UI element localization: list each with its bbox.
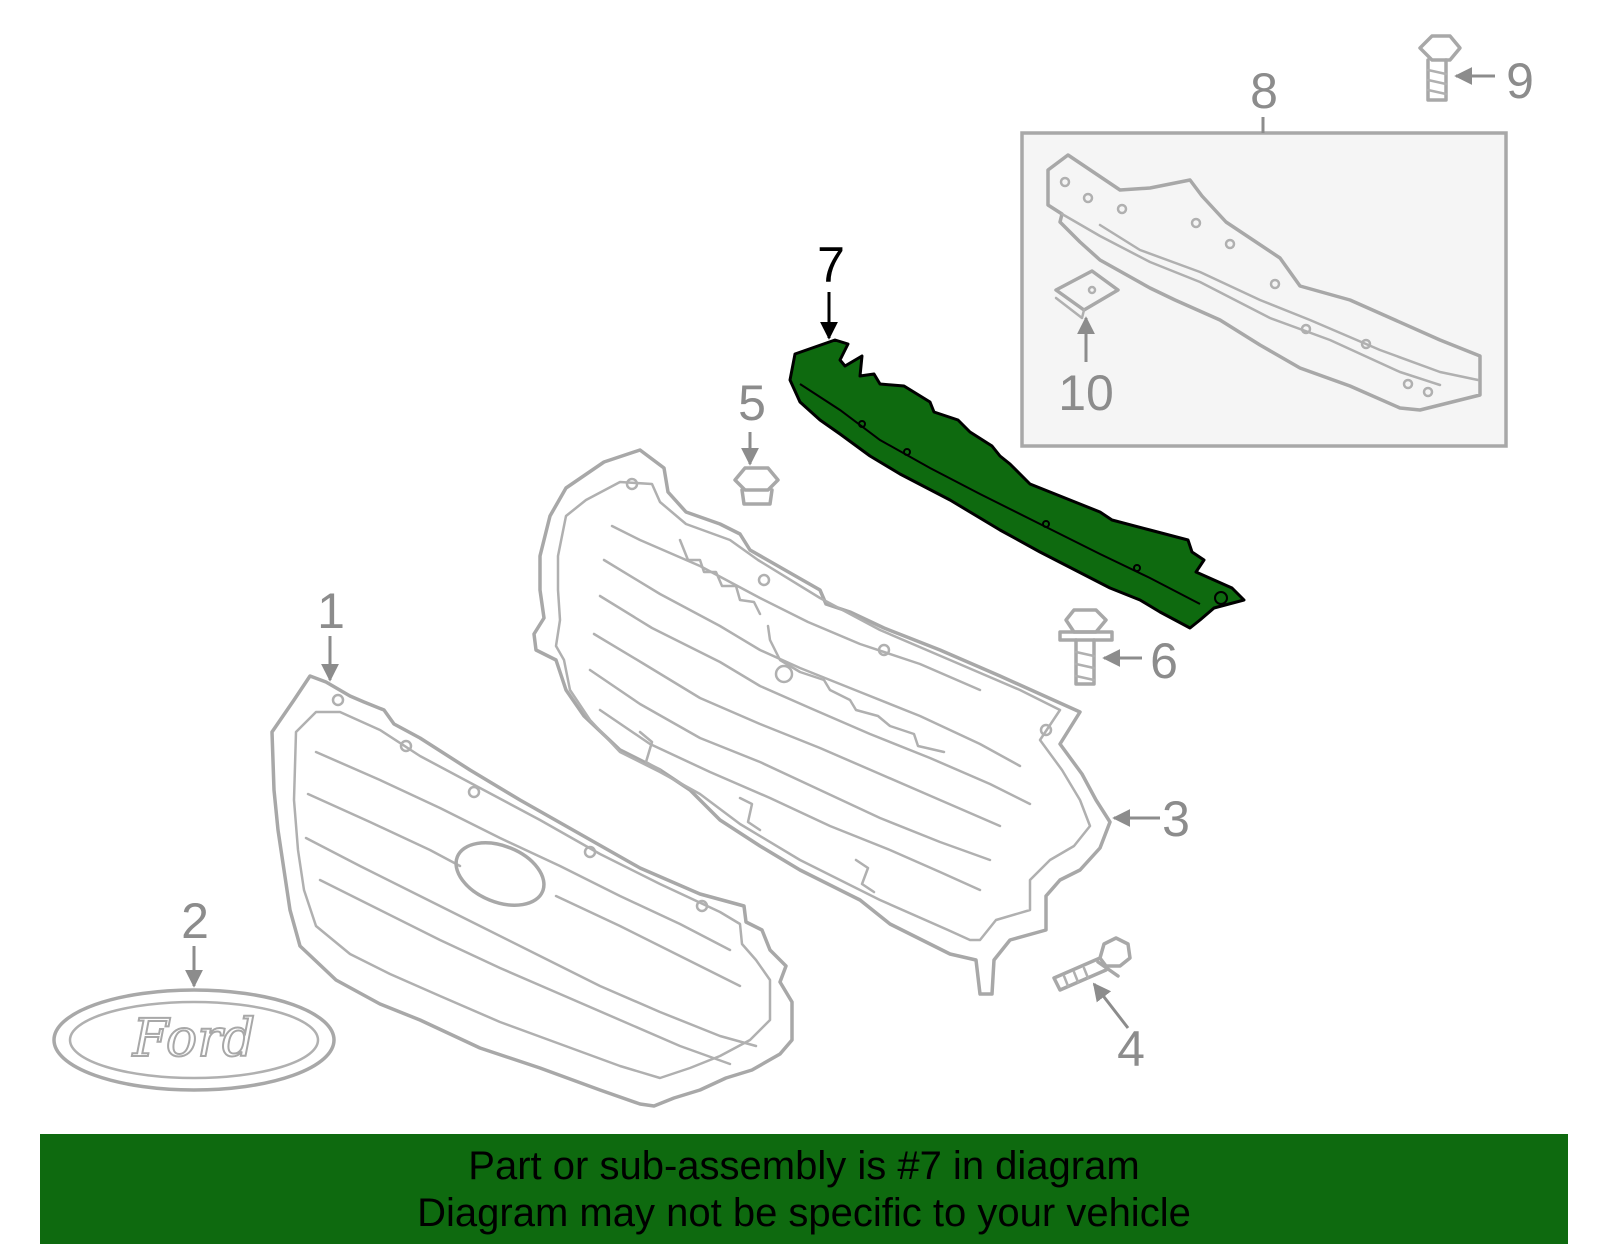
callout-4: 4 [1117, 1021, 1145, 1077]
part-8-upper-shield [1046, 153, 1482, 412]
callout-7: 7 [817, 237, 845, 293]
part-6-bolt [1058, 608, 1142, 686]
emblem-script-text: Ford [132, 1009, 256, 1069]
callout-5: 5 [738, 375, 766, 431]
banner-line-1: Part or sub-assembly is #7 in diagram [468, 1144, 1140, 1188]
callout-6: 6 [1150, 633, 1178, 689]
part-1-grille [270, 636, 794, 1108]
part-3-grille-reinforcement [532, 448, 1160, 996]
callout-8: 8 [1250, 63, 1278, 119]
part-9-bolt [1418, 34, 1495, 102]
callout-10: 10 [1058, 365, 1114, 421]
info-banner: Part or sub-assembly is #7 in diagram Di… [40, 1134, 1568, 1244]
callout-9: 9 [1506, 53, 1534, 109]
callout-1: 1 [317, 583, 345, 639]
part-4-bolt [1052, 936, 1132, 1029]
part-7-deflector [788, 292, 1246, 630]
part-2-ford-emblem: Ford [52, 946, 336, 1092]
part-10-clip [1054, 269, 1120, 362]
part-5-nut [733, 432, 780, 506]
callout-3: 3 [1162, 791, 1190, 847]
banner-line-2: Diagram may not be specific to your vehi… [417, 1191, 1191, 1235]
callout-2: 2 [181, 893, 209, 949]
